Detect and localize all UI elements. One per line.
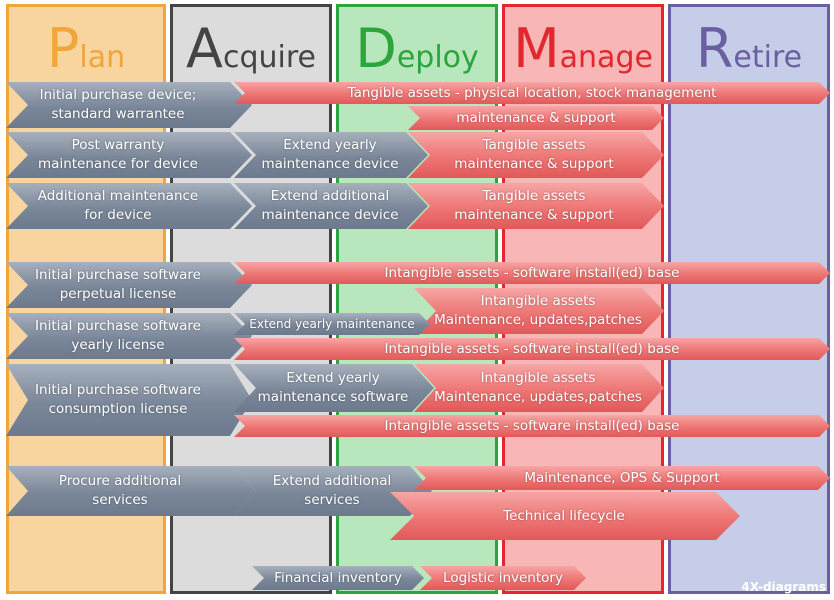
arrow-plan-post-warranty: Post warranty maintenance for device <box>6 132 252 178</box>
arrow-tangible-location: Tangible assets - physical location, sto… <box>234 82 830 104</box>
column-title-acquire: Acquire <box>173 19 329 88</box>
arrow-acquire-extend-yearly-device: Extend yearly maintenance device <box>234 132 428 178</box>
arrow-maintenance-ops-support: Maintenance, OPS & Support <box>414 466 830 490</box>
arrow-plan-software-yearly: Initial purchase software yearly license <box>6 313 252 359</box>
column-rest-retire: etire <box>733 40 803 75</box>
arrow-intangible-base-2: Intangible assets - software install(ed)… <box>234 338 830 360</box>
arrow-intangible-base-1: Intangible assets - software install(ed)… <box>234 262 830 284</box>
column-rest-plan: lan <box>79 40 126 75</box>
arrow-plan-purchase-device: Initial purchase device; standard warran… <box>6 82 252 128</box>
column-initial-deploy: D <box>355 17 397 80</box>
arrow-acquire-extend-yearly-maintenance: Extend yearly maintenance <box>234 313 430 335</box>
arrow-tangible-maintenance-2: Tangible assets maintenance & support <box>408 183 664 229</box>
column-rest-deploy: eploy <box>396 40 479 75</box>
column-rest-manage: anage <box>559 40 653 75</box>
column-title-deploy: Deploy <box>339 19 495 88</box>
arrow-plan-software-perpetual: Initial purchase software perpetual lice… <box>6 262 252 308</box>
arrow-intangible-updates-1: Intangible assets Maintenance, updates,p… <box>414 288 664 334</box>
column-initial-retire: R <box>695 17 734 80</box>
arrow-plan-procure-services: Procure additional services <box>6 466 256 516</box>
arrow-logistic-inventory: Logistic inventory <box>420 566 586 590</box>
arrow-acquire-extend-additional-device: Extend additional maintenance device <box>234 183 428 229</box>
arrow-financial-inventory: Financial inventory <box>252 566 424 590</box>
arrow-intangible-updates-2: Intangible assets Maintenance, updates,p… <box>414 364 664 412</box>
column-initial-acquire: A <box>186 17 223 80</box>
column-rest-acquire: cquire <box>222 40 316 75</box>
arrow-technical-lifecycle: Technical lifecycle <box>390 492 740 540</box>
arrow-plan-additional-maintenance: Additional maintenance for device <box>6 183 252 229</box>
column-initial-manage: M <box>513 17 560 80</box>
arrow-tangible-maintenance-1: Tangible assets maintenance & support <box>408 132 664 178</box>
brand-label: 4X-diagrams <box>741 580 826 594</box>
arrow-maintenance-support-1: maintenance & support <box>408 106 664 130</box>
column-title-plan: Plan <box>9 19 163 88</box>
column-initial-plan: P <box>46 17 80 80</box>
arrow-acquire-extend-yearly-software: Extend yearly maintenance software <box>234 364 434 412</box>
arrow-plan-software-consumption: Initial purchase software consumption li… <box>6 364 252 436</box>
arrow-intangible-base-3: Intangible assets - software install(ed)… <box>234 415 830 437</box>
arrow-acquire-extend-services: Extend additional services <box>234 466 432 516</box>
column-title-manage: Manage <box>505 19 661 88</box>
column-title-retire: Retire <box>671 19 827 88</box>
